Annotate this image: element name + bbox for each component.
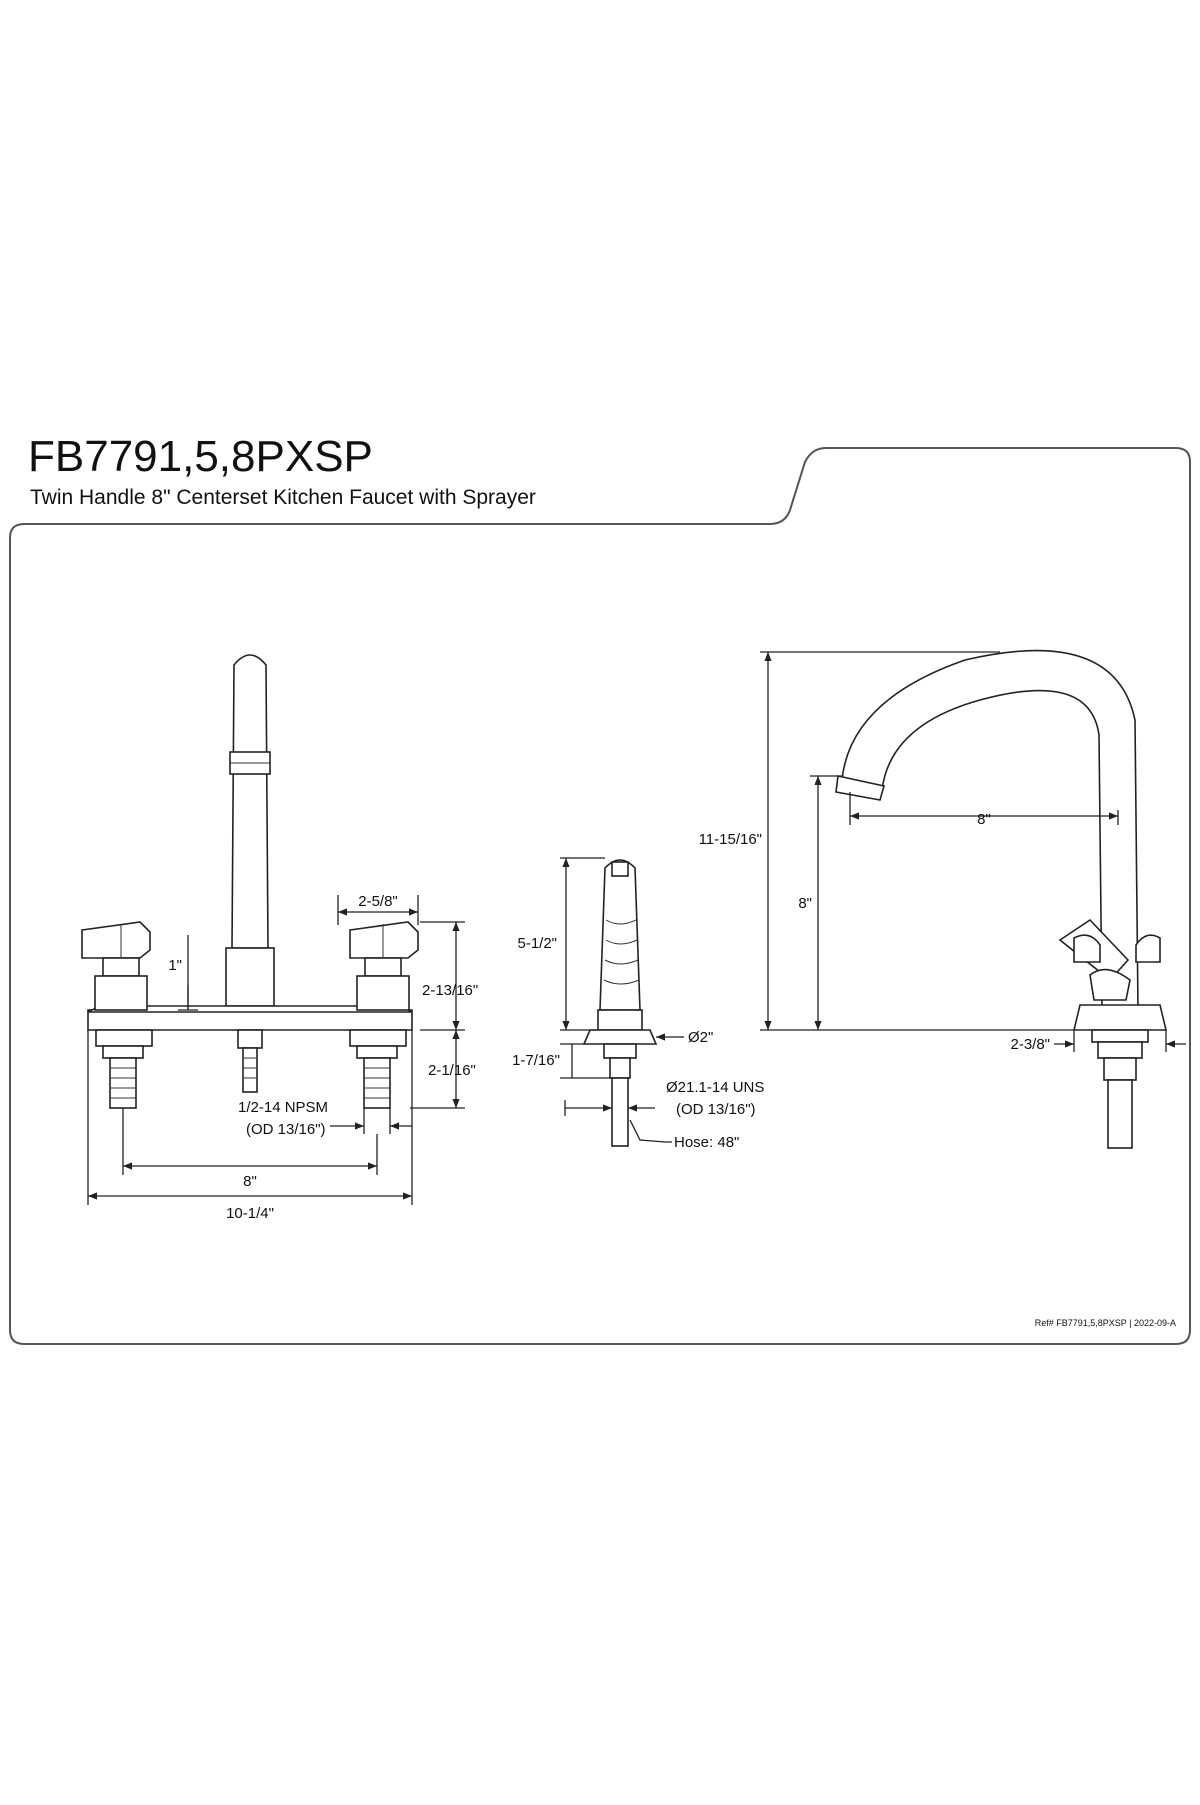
side-base-depth-label: 2-3/8" bbox=[1010, 1036, 1050, 1053]
side-reach-label: 8" bbox=[977, 811, 991, 828]
side-view: 11-15/16" 8" 8" 2-3/8" bbox=[699, 649, 1186, 1149]
sprayer-diameter-label: Ø2" bbox=[688, 1029, 713, 1046]
front-handle-spacing-label: 2-5/8" bbox=[358, 893, 398, 910]
front-view: 2-5/8" 1" 2-13/16" 2-1/16" 1/2-14 NPSM (… bbox=[81, 654, 478, 1222]
front-overall-width-label: 10-1/4" bbox=[226, 1205, 274, 1222]
page-subtitle: Twin Handle 8" Centerset Kitchen Faucet … bbox=[30, 486, 536, 509]
front-connection-label: 1/2-14 NPSM bbox=[238, 1099, 328, 1116]
front-centers-label: 8" bbox=[243, 1173, 257, 1190]
front-deck-height-label: 2-13/16" bbox=[422, 982, 478, 999]
front-shank-height-label: 2-1/16" bbox=[428, 1062, 476, 1079]
front-connection-od-label: (OD 13/16") bbox=[246, 1121, 326, 1138]
footer-ref: Ref# FB7791,5,8PXSP | 2022-09-A bbox=[1035, 1318, 1176, 1328]
sprayer-height-label: 5-1/2" bbox=[517, 935, 557, 952]
sprayer-view: 5-1/2" Ø2" 1-7/16" Ø21.1-14 UNS (OD 13/1… bbox=[512, 857, 764, 1151]
front-handle-height-label: 1" bbox=[168, 957, 182, 974]
side-spout-height-label: 8" bbox=[798, 895, 812, 912]
sprayer-thread-label: Ø21.1-14 UNS bbox=[666, 1079, 764, 1096]
sheet-border bbox=[9, 447, 1191, 1345]
side-overall-height-label: 11-15/16" bbox=[699, 831, 762, 848]
sprayer-thread-od-label: (OD 13/16") bbox=[676, 1101, 756, 1118]
sprayer-base-label: 1-7/16" bbox=[512, 1052, 560, 1069]
page-title: FB7791,5,8PXSP bbox=[28, 432, 373, 481]
sprayer-hose-label: Hose: 48" bbox=[674, 1134, 739, 1151]
